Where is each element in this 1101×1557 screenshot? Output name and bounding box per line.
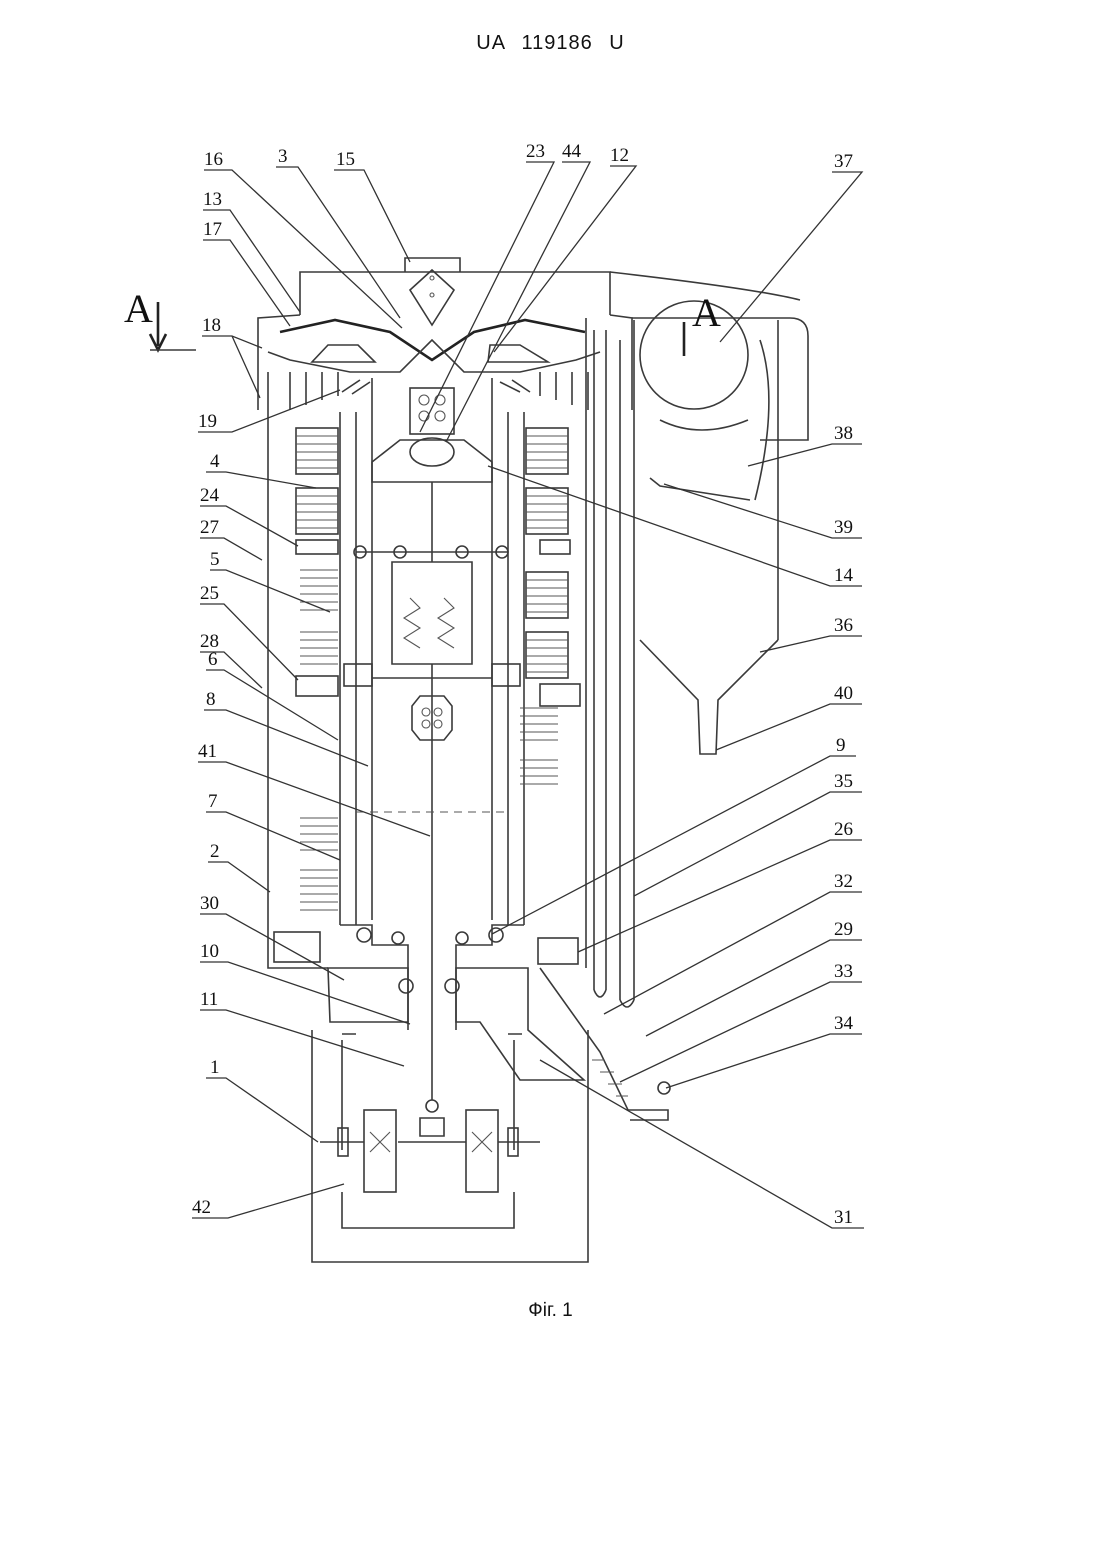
label-19: 19 — [198, 411, 217, 432]
label-5: 5 — [210, 549, 220, 570]
label-15: 15 — [336, 149, 355, 170]
label-44: 44 — [562, 141, 582, 162]
label-13: 13 — [203, 189, 222, 210]
label-37: 37 — [834, 151, 853, 172]
label-25: 25 — [200, 583, 219, 604]
label-14: 14 — [834, 565, 854, 586]
figure-caption: Фіг. 1 — [0, 1300, 1101, 1322]
label-34: 34 — [834, 1013, 854, 1034]
label-30: 30 — [200, 893, 219, 914]
label-10: 10 — [200, 941, 219, 962]
label-40: 40 — [834, 683, 853, 704]
label-39: 39 — [834, 517, 853, 538]
label-18: 18 — [202, 315, 221, 336]
label-24: 24 — [200, 485, 220, 506]
label-42: 42 — [192, 1197, 211, 1218]
label-3: 3 — [278, 146, 288, 167]
label-38: 38 — [834, 423, 853, 444]
label-9: 9 — [836, 735, 846, 756]
label-31: 31 — [834, 1207, 853, 1228]
label-36: 36 — [834, 615, 853, 636]
label-6: 6 — [208, 649, 218, 670]
label-33: 33 — [834, 961, 853, 982]
label-27: 27 — [200, 517, 219, 538]
label-11: 11 — [200, 989, 218, 1010]
callout-labels: 16 3 15 23 44 12 37 13 17 18 19 38 4 39 … — [192, 141, 854, 1228]
label-35: 35 — [834, 771, 853, 792]
label-32: 32 — [834, 871, 853, 892]
label-17: 17 — [203, 219, 222, 240]
label-12: 12 — [610, 145, 629, 166]
label-23: 23 — [526, 141, 545, 162]
section-mark-right: A — [692, 290, 721, 335]
label-26: 26 — [834, 819, 853, 840]
label-41: 41 — [198, 741, 217, 762]
label-1: 1 — [210, 1057, 220, 1078]
label-4: 4 — [210, 451, 220, 472]
label-8: 8 — [206, 689, 216, 710]
label-2: 2 — [210, 841, 220, 862]
label-7: 7 — [208, 791, 218, 812]
label-16: 16 — [204, 149, 223, 170]
section-mark-left: A — [124, 286, 153, 331]
label-29: 29 — [834, 919, 853, 940]
machine-drawing — [258, 258, 808, 1262]
